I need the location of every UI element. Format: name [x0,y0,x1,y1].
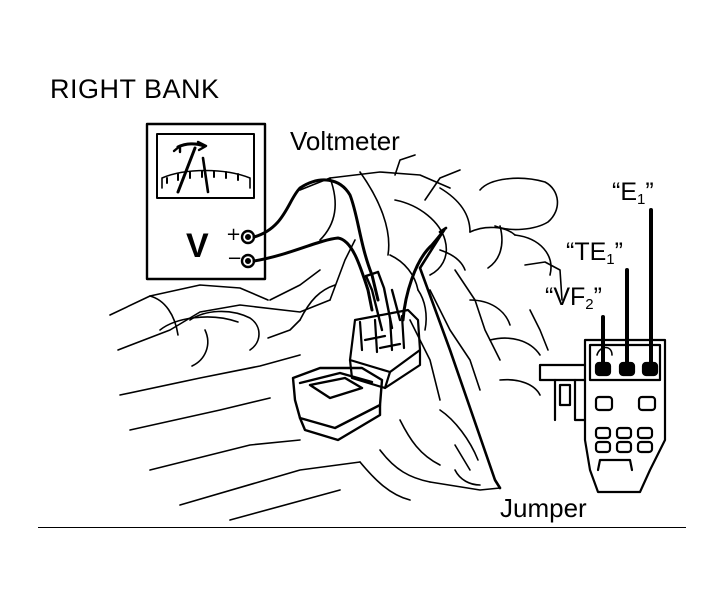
connector-cover [291,366,384,442]
pin-label-vf2: “VF2” [545,283,602,313]
jumper-wire [418,226,502,490]
pin-label-te1: “TE1” [566,238,623,268]
voltmeter-probes [364,270,402,332]
voltmeter-body [145,122,267,281]
voltmeter-leads [252,178,446,322]
voltmeter-label: Voltmeter [290,126,400,156]
check-connector [348,308,422,390]
voltmeter-terminals [240,229,256,269]
diagnostic-connector [538,338,667,494]
voltmeter-symbol: V [186,227,209,265]
divider-line [38,527,686,528]
terminal-plus-sign: + [226,224,242,245]
jumper-label: Jumper [500,493,587,523]
pin-label-e1: “E1” [612,178,654,208]
pin-pointers [601,208,653,368]
diagram-title: RIGHT BANK [50,74,220,104]
engine-background [109,154,563,521]
terminal-minus-sign: − [227,248,243,269]
